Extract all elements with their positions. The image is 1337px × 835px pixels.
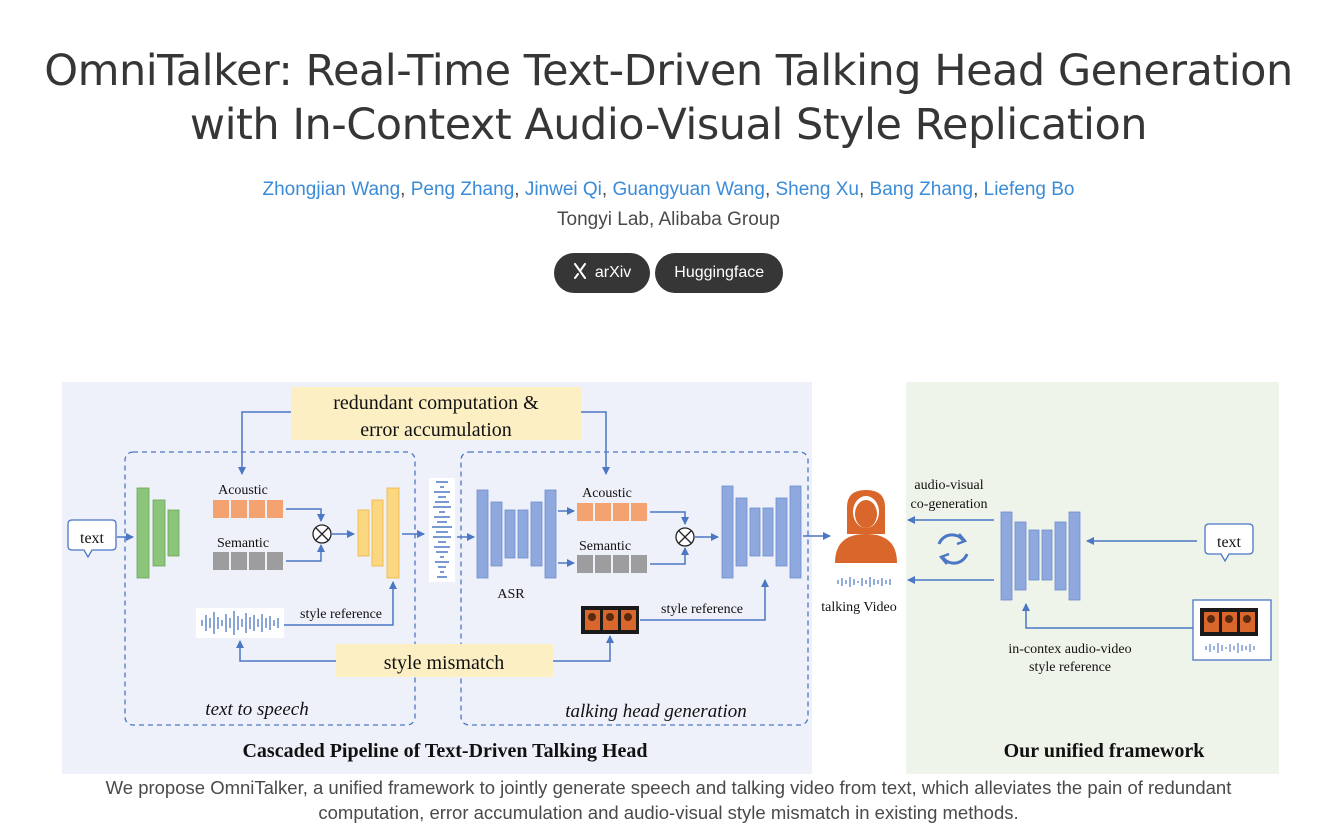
author-link-4[interactable]: Sheng Xu <box>775 179 859 200</box>
acoustic-label-tts: Acoustic <box>218 483 268 498</box>
cascaded-pipeline-caption: Cascaded Pipeline of Text-Driven Talking… <box>242 740 647 762</box>
av-cogeneration-line-1: audio-visual <box>914 478 983 493</box>
acoustic-label-thg: Acoustic <box>582 486 632 501</box>
cycle-icon <box>937 533 969 565</box>
audio-style-waveform <box>196 608 284 638</box>
arxiv-icon <box>573 263 587 283</box>
text-to-speech-label: text to speech <box>205 699 308 720</box>
framework-figure: redundant computation & error accumulati… <box>62 382 1279 774</box>
talking-video-waveform <box>837 577 891 587</box>
huggingface-button-label: Huggingface <box>674 264 765 281</box>
semantic-tokens-thg <box>577 555 647 573</box>
figure-caption: We propose OmniTalker, a unified framewo… <box>60 775 1277 825</box>
text-label-left: text <box>80 530 105 547</box>
author-link-0[interactable]: Zhongjian Wang <box>262 179 401 200</box>
redundant-line-1: redundant computation & <box>333 392 539 414</box>
acoustic-tokens-tts <box>213 500 283 518</box>
style-mismatch-label: style mismatch <box>384 652 505 674</box>
redundant-highlight <box>291 387 581 440</box>
talking-video-label: talking Video <box>821 600 897 615</box>
person-icon <box>835 490 897 563</box>
page-title: OmniTalker: Real-Time Text-Driven Talkin… <box>0 44 1337 152</box>
thg-dashed-box <box>460 451 809 726</box>
multiply-icon-thg <box>675 527 695 547</box>
author-link-6[interactable]: Liefeng Bo <box>983 179 1075 200</box>
title-line-2: with In-Context Audio-Visual Style Repli… <box>189 100 1148 150</box>
text-bubble-right <box>1204 523 1254 563</box>
asr-label: ASR <box>497 587 525 602</box>
asr-encoder <box>476 489 557 579</box>
speech-waveform-vertical <box>429 478 455 582</box>
video-decoder <box>721 485 802 579</box>
semantic-label-thg: Semantic <box>579 539 631 554</box>
unified-model <box>1000 511 1081 601</box>
tts-dashed-box <box>124 451 416 726</box>
style-reference-label-tts: style reference <box>300 607 382 622</box>
talking-head-generation-label: talking head generation <box>565 701 747 722</box>
style-reference-label-thg: style reference <box>661 602 743 617</box>
semantic-tokens-tts <box>213 552 283 570</box>
green-encoder <box>136 487 180 579</box>
arxiv-button-label: arXiv <box>594 264 632 281</box>
arxiv-button[interactable]: arXiv <box>553 253 651 293</box>
yellow-decoder <box>357 487 400 579</box>
caption-line-1: We propose OmniTalker, a unified framewo… <box>105 777 1232 798</box>
author-link-3[interactable]: Guangyuan Wang <box>612 179 765 200</box>
right-panel <box>906 382 1279 774</box>
av-cogeneration-line-2: co-generation <box>911 497 988 512</box>
style-mismatch-highlight <box>336 644 553 677</box>
video-style-frames <box>581 606 639 634</box>
affiliation: Tongyi Lab, Alibaba Group <box>557 209 780 230</box>
semantic-label-tts: Semantic <box>217 536 269 551</box>
title-line-1: OmniTalker: Real-Time Text-Driven Talkin… <box>44 46 1293 96</box>
incontext-line-1: in-contex audio-video <box>1008 642 1131 657</box>
unified-framework-caption: Our unified framework <box>1004 740 1206 762</box>
huggingface-button[interactable]: Huggingface <box>655 253 784 293</box>
author-link-5[interactable]: Bang Zhang <box>869 179 974 200</box>
author-list: Zhongjian Wang, Peng Zhang, Jinwei Qi, G… <box>262 179 1075 200</box>
incontext-line-2: style reference <box>1029 660 1111 675</box>
text-label-right: text <box>1217 534 1242 551</box>
multiply-icon-tts <box>312 524 332 544</box>
acoustic-tokens-thg <box>577 503 647 521</box>
av-style-reference <box>1192 599 1272 661</box>
author-link-1[interactable]: Peng Zhang <box>410 179 515 200</box>
caption-line-2: computation, error accumulation and audi… <box>318 802 1019 823</box>
redundant-line-2: error accumulation <box>360 419 512 441</box>
text-bubble-left <box>67 519 117 559</box>
link-buttons: arXiv Huggingface <box>0 253 1337 293</box>
author-link-2[interactable]: Jinwei Qi <box>524 179 602 200</box>
